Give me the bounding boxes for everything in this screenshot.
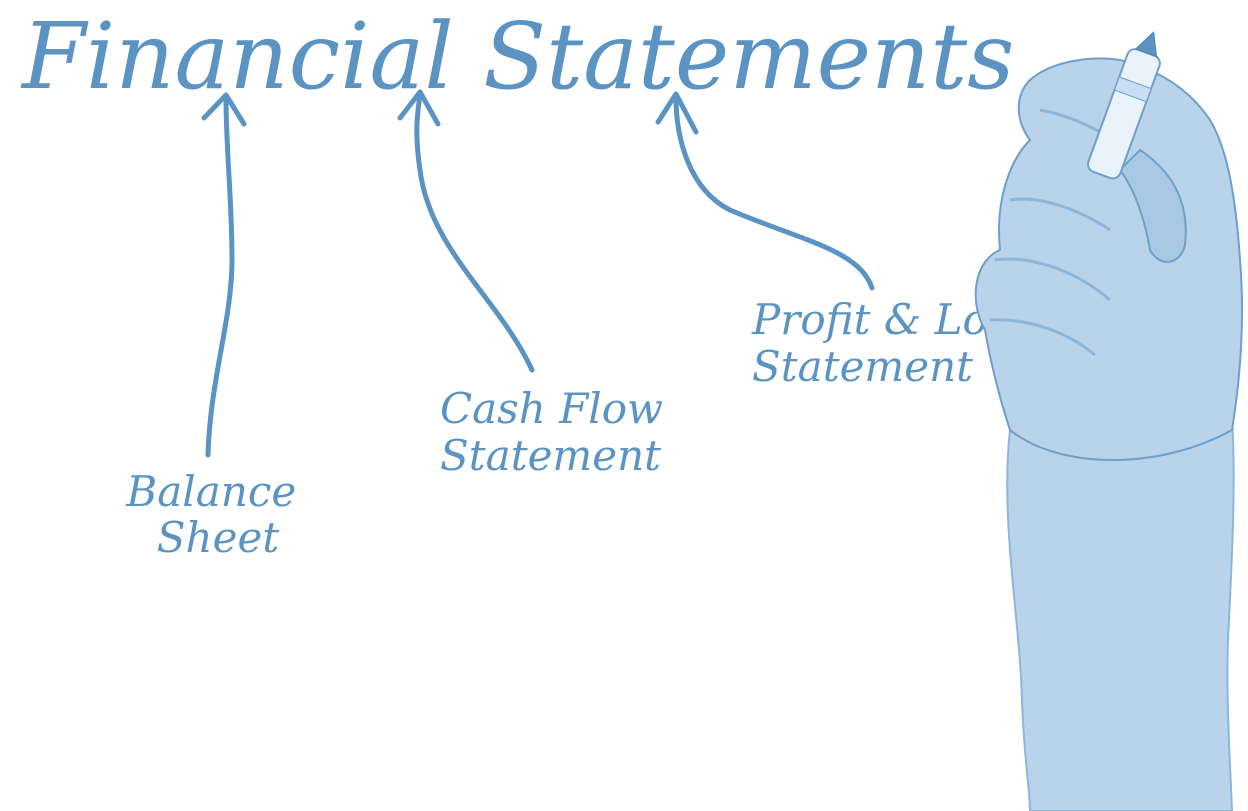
arrow-profit-loss [655,91,875,291]
arrow-cash-flow [397,89,535,373]
diagram-title: Financial Statements [20,3,1014,110]
label-profit-loss-line-2: Statement [752,342,973,391]
label-balance-sheet: Balance Sheet [125,467,309,562]
label-balance-line-2: Sheet [157,513,280,562]
label-cash-flow: Cash Flow Statement [440,384,676,480]
label-cash-flow-line-2: Statement [440,431,661,480]
label-balance-line-1: Balance [125,467,296,516]
arrow-balance-sheet [201,92,247,458]
label-cash-flow-line-1: Cash Flow [440,384,663,433]
hand-holding-marker-icon [974,30,1243,811]
